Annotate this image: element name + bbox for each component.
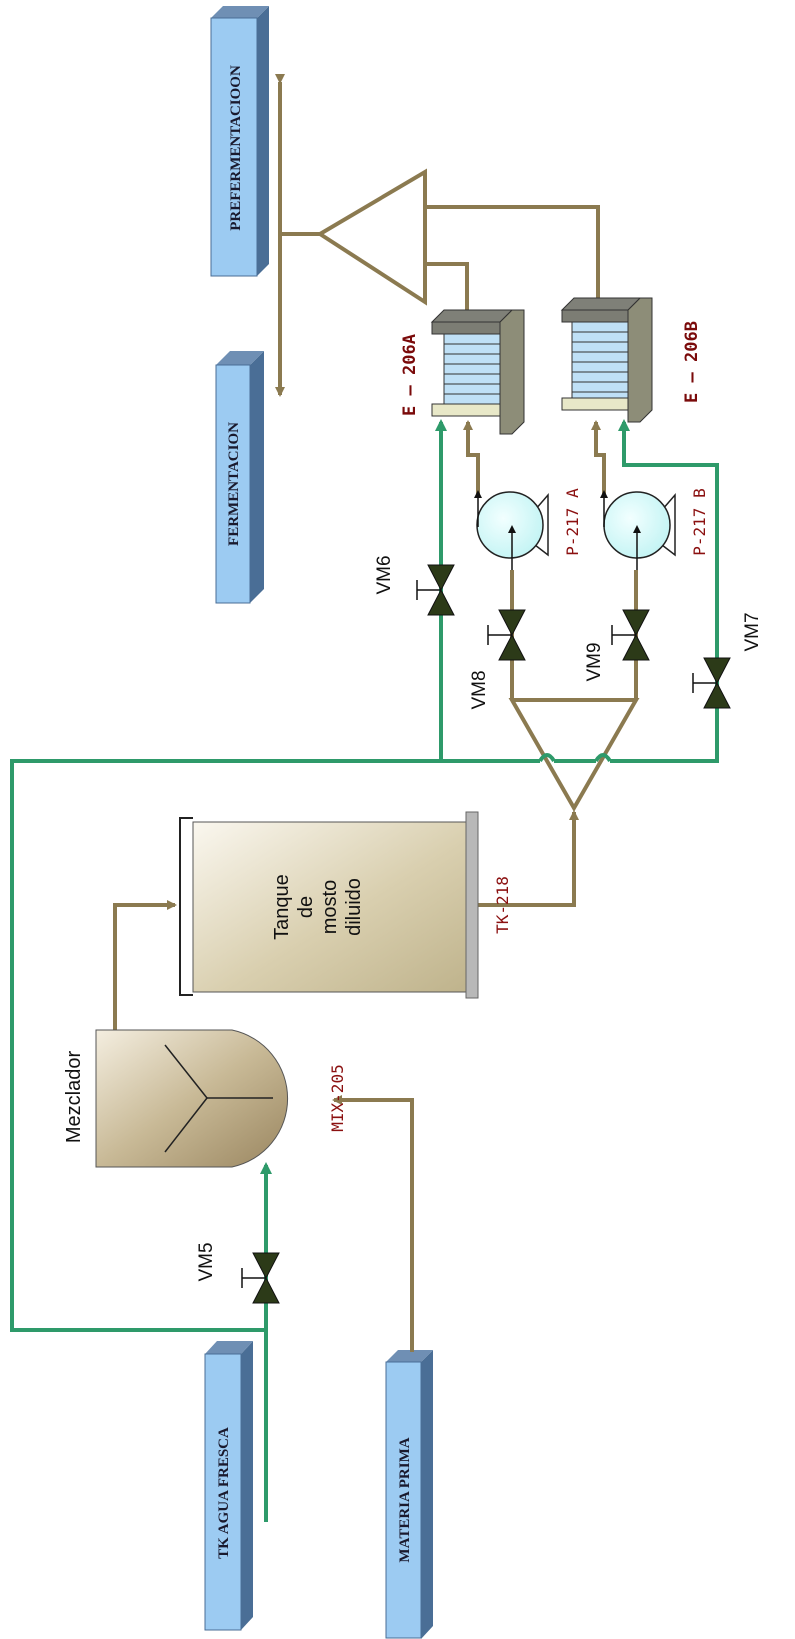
box-agua: TK AGUA FRESCA — [204, 1341, 253, 1631]
tank-label-line4: diluido — [343, 878, 365, 936]
box-agua-label: TK AGUA FRESCA — [216, 1427, 232, 1559]
label-pump-a: P-217 A — [563, 488, 582, 556]
pump-b — [600, 490, 676, 570]
tank-label-line3: mosto — [319, 880, 341, 934]
label-mixer-tag: MIX-205 — [328, 1064, 347, 1131]
label-pump-b: P-217 B — [690, 488, 709, 555]
valve-vm7[interactable] — [692, 657, 731, 709]
box-ferment-label: FERMENTACION — [226, 422, 242, 546]
label-vm5: VM5 — [196, 1242, 217, 1281]
heat-exchanger-a — [430, 309, 525, 435]
label-hx-b: E – 206B — [682, 321, 702, 403]
line-crossovers — [538, 753, 612, 763]
mixer-mix205 — [95, 1029, 289, 1168]
valve-vm5[interactable] — [241, 1252, 280, 1304]
tank-label-line1: Tanque — [271, 874, 293, 940]
label-vm7: VM7 — [742, 612, 763, 651]
valve-vm8[interactable] — [487, 609, 526, 661]
box-materia-label: MATERIA PRIMA — [397, 1437, 413, 1562]
label-vm9: VM9 — [584, 642, 605, 681]
valve-vm9[interactable] — [611, 609, 650, 661]
tank-tk218 — [179, 811, 479, 999]
box-preferment-label: PREFERMENTACIOON — [228, 65, 244, 231]
label-hx-a: E – 206A — [400, 334, 420, 416]
box-ferment: FERMENTACION — [215, 351, 264, 604]
pump-a — [474, 490, 549, 570]
heat-exchanger-b — [560, 297, 653, 423]
label-vm8: VM8 — [469, 670, 490, 709]
tank-label-line2: de — [295, 896, 317, 918]
label-vm6: VM6 — [374, 555, 395, 594]
valve-vm6[interactable] — [416, 564, 455, 616]
label-mixer: Mezclador — [63, 1051, 85, 1144]
box-preferment: PREFERMENTACIOON — [210, 6, 269, 277]
box-materia: MATERIA PRIMA — [385, 1350, 433, 1639]
label-tank-tag: TK-218 — [493, 876, 512, 934]
